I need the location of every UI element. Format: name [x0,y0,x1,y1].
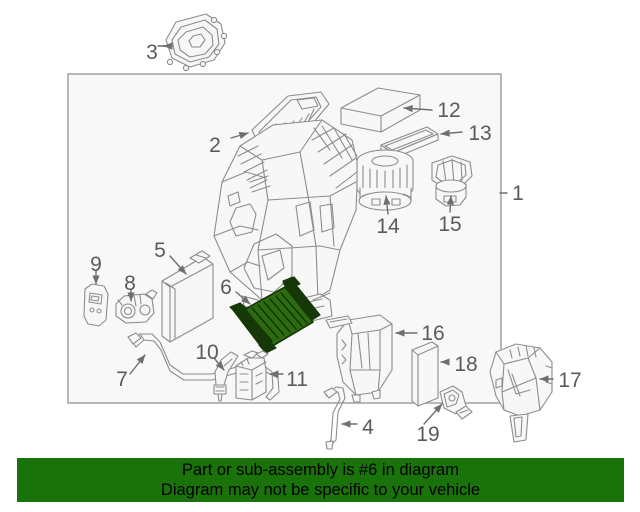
part-6-heater-core-highlighted [229,276,331,354]
callout-10: 10 [195,341,218,364]
callout-3: 3 [146,41,158,64]
leader-13 [440,129,463,137]
leader-10 [213,357,225,371]
part-17-rear-duct-housing [489,343,553,443]
part-10-temperature-sensor [213,351,239,402]
callout-15: 15 [438,213,461,236]
part-15-blower-regulator [431,155,473,207]
banner-line-1: Part or sub-assembly is #6 in diagram [182,461,459,479]
callout-18: 18 [454,353,477,376]
callout-8: 8 [124,272,136,295]
leader-5 [169,255,187,275]
callout-14: 14 [376,215,400,238]
leader-lines [92,42,554,428]
info-banner: Part or sub-assembly is #6 in diagram Di… [17,458,624,502]
part-11-expansion-valve [235,350,269,401]
leader-6 [235,291,251,305]
callout-labels: 1 2 3 4 5 6 7 8 9 10 11 12 13 14 15 16 1… [90,41,582,446]
part-9-control-sensor [83,283,109,327]
callout-7: 7 [116,368,128,391]
part-5-cabin-air-filter [161,250,214,343]
part-3-upper-vent-cover [165,13,228,72]
callout-5: 5 [154,239,166,262]
callout-6: 6 [220,276,232,299]
callout-12: 12 [437,99,460,122]
callout-13: 13 [468,122,491,145]
callout-2: 2 [209,134,221,157]
leader-2 [230,131,249,139]
leader-15 [446,195,455,213]
leader-12 [403,104,433,113]
leader-7 [129,354,146,375]
callout-9: 9 [90,253,102,276]
part-12-dust-filter-element [340,87,421,133]
callout-16: 16 [421,322,444,345]
callout-11: 11 [286,368,308,391]
callout-17: 17 [558,369,581,392]
leader-19 [423,403,443,425]
part-4-drain-hose [323,386,346,450]
part-19-mounting-clip [439,385,473,420]
callout-1: 1 [512,182,524,205]
callout-19: 19 [416,423,439,446]
part-18-filter-panel [411,341,439,407]
banner-line-2: Diagram may not be specific to your vehi… [160,481,481,499]
part-14-blower-motor [356,149,414,211]
callout-4: 4 [362,416,374,439]
leader-14 [383,195,391,215]
part-16-air-intake-housing [325,314,393,403]
